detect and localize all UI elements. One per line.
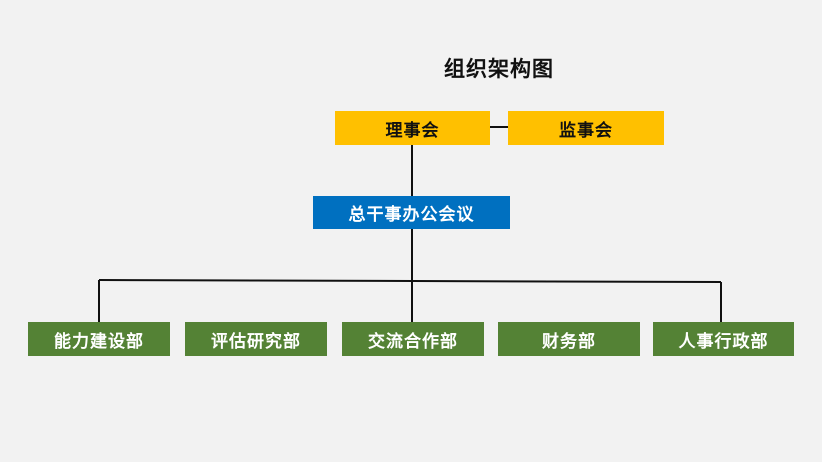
council-box[interactable]: 理事会 xyxy=(335,111,490,145)
supervisors-box[interactable]: 监事会 xyxy=(508,111,664,145)
department-box-finance[interactable]: 财务部 xyxy=(498,322,640,356)
department-label: 交流合作部 xyxy=(368,331,458,352)
council-label: 理事会 xyxy=(385,120,440,141)
department-box-evaluation-research[interactable]: 评估研究部 xyxy=(185,322,327,356)
departments-bus-line xyxy=(98,279,722,283)
department-label: 财务部 xyxy=(542,331,596,352)
chart-title: 组织架构图 xyxy=(0,53,822,83)
department-box-hr-administration[interactable]: 人事行政部 xyxy=(653,322,794,356)
chart-title-text: 组织架构图 xyxy=(444,57,554,81)
executive-office-label: 总干事办公会议 xyxy=(348,205,475,225)
department-box-exchange-cooperation[interactable]: 交流合作部 xyxy=(342,322,484,356)
department-label: 能力建设部 xyxy=(54,331,144,352)
department-label: 人事行政部 xyxy=(678,331,769,352)
department-label: 评估研究部 xyxy=(211,331,301,352)
department-box-capacity-building[interactable]: 能力建设部 xyxy=(28,322,170,356)
executive-office-box[interactable]: 总干事办公会议 xyxy=(313,196,510,229)
supervisors-label: 监事会 xyxy=(559,120,613,141)
